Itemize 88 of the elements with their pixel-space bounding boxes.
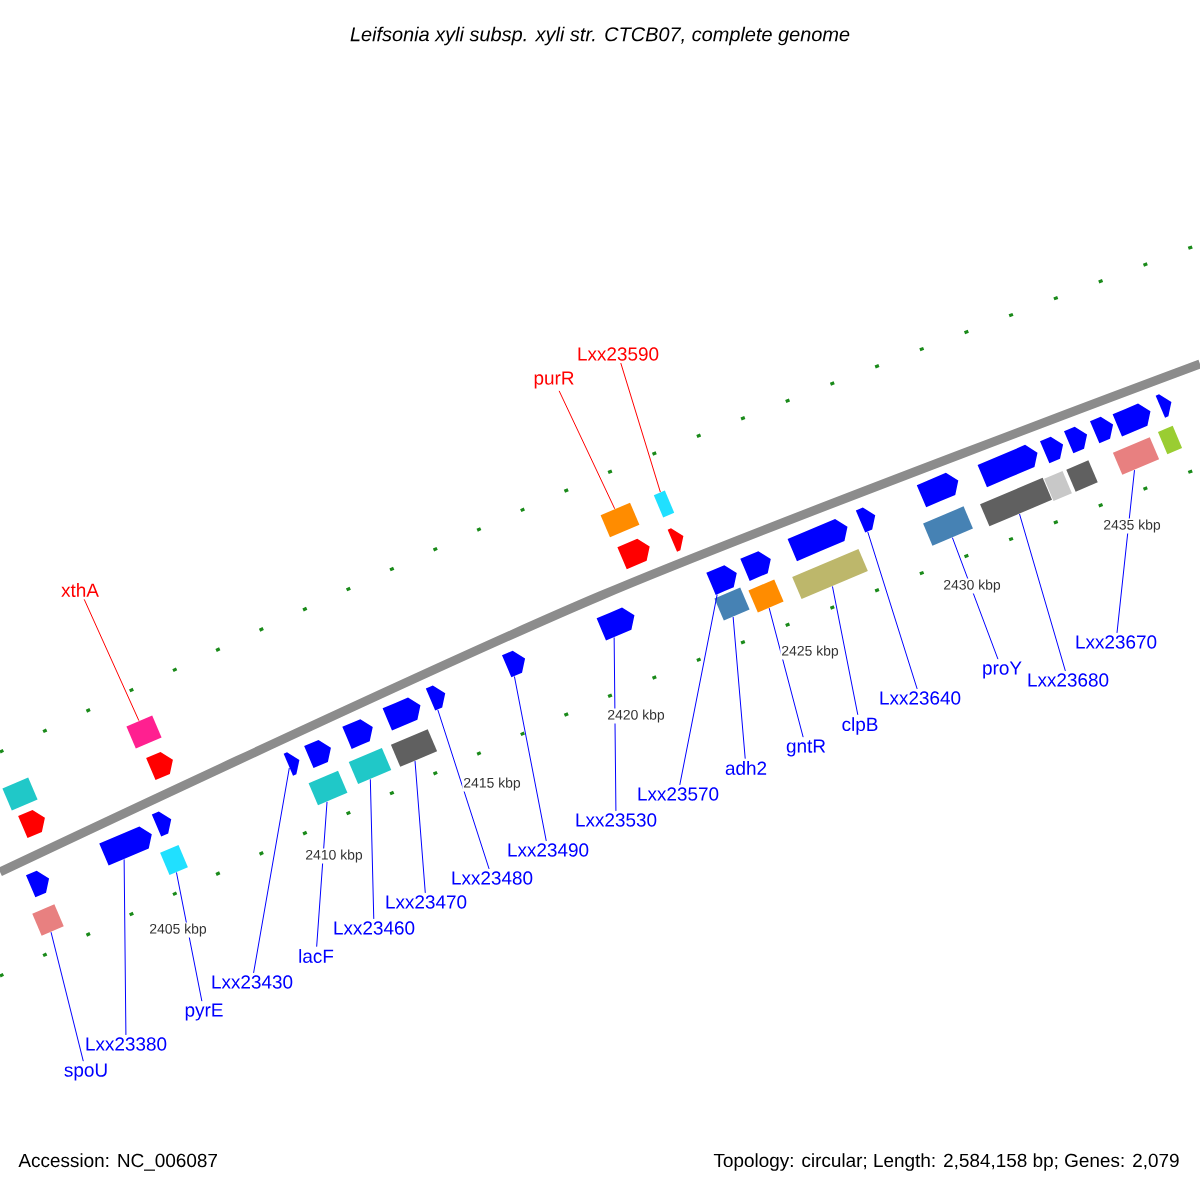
gene-label: Lxx23460	[334, 921, 415, 935]
gene-block	[980, 477, 1052, 527]
footer-text: Accession: NC_006087	[18, 1153, 217, 1171]
leader-line	[50, 931, 84, 1062]
gene-block	[653, 490, 675, 518]
gene-label: xthA	[61, 583, 99, 597]
gene-label: purR	[534, 371, 574, 389]
gene-block	[1064, 426, 1088, 454]
gene-block	[667, 528, 684, 552]
gene-block	[26, 870, 50, 898]
leader-line	[123, 858, 127, 1036]
gene-block	[1112, 437, 1160, 475]
gene-block	[32, 904, 64, 936]
leader-line	[679, 594, 718, 786]
gene-block	[146, 751, 173, 781]
gene-block	[502, 650, 526, 678]
gene-block	[126, 715, 162, 749]
gene-block	[1044, 471, 1072, 501]
gene-block	[99, 826, 152, 866]
gene-label: Lxx23470	[386, 895, 467, 909]
gene-label: pyrE	[185, 1003, 223, 1021]
leader-line	[369, 778, 375, 920]
title: Leifsonia xyli subsp. xyli str. CTCB07, complete genome	[350, 26, 850, 46]
gene-block	[923, 506, 973, 546]
gene-block	[740, 551, 771, 581]
gene-label: Lxx23380	[86, 1037, 167, 1051]
gene-label: clpB	[842, 717, 878, 735]
leader-line	[316, 801, 328, 948]
gene-label: Lxx23480	[452, 871, 533, 885]
leader-line	[768, 607, 804, 738]
gene-block	[977, 444, 1038, 488]
gene-label: Lxx23490	[508, 843, 589, 857]
leader-line	[1019, 513, 1066, 672]
gene-label: Lxx23670	[1076, 635, 1157, 649]
gene-block	[916, 472, 959, 508]
leader-line	[558, 390, 616, 510]
leader-line	[414, 760, 426, 894]
gene-block	[596, 607, 635, 641]
gene-label: lacF	[299, 949, 334, 963]
gene-label: spoU	[64, 1063, 107, 1081]
gene-label: Lxx23640	[880, 691, 961, 705]
gene-block	[160, 845, 188, 875]
gene-block	[1155, 394, 1172, 418]
leader-line	[83, 598, 140, 722]
footer-text: Topology: circular; Length: 2,584,158 bp; Genes: 2,079	[713, 1153, 1179, 1171]
gene-label: proY	[983, 661, 1022, 679]
leader-line	[732, 616, 746, 760]
gene-label: Lxx23430	[212, 975, 293, 989]
gene-block	[855, 507, 876, 533]
gene-label: Lxx23680	[1028, 673, 1109, 687]
gene-block	[425, 685, 446, 711]
gene-block	[382, 697, 421, 731]
leader-line	[867, 531, 918, 690]
gene-block	[2, 777, 38, 811]
gene-block	[1090, 416, 1114, 444]
gene-block	[308, 770, 348, 806]
gene-block	[283, 752, 300, 776]
gene-block	[792, 548, 868, 600]
leader-line	[1116, 469, 1135, 634]
gene-label: Lxx23530	[576, 813, 657, 827]
gene-label: gntR	[786, 739, 826, 757]
gene-label: Lxx23590	[578, 347, 659, 361]
gene-block	[787, 518, 848, 562]
gene-block	[348, 747, 392, 785]
gene-label: Lxx23570	[638, 787, 719, 801]
gene-label: adh2	[725, 761, 767, 775]
gene-block	[714, 587, 750, 621]
gene-block	[617, 538, 650, 570]
leader-line	[831, 585, 859, 716]
gene-block	[706, 565, 737, 595]
gene-block	[390, 729, 438, 767]
leader-line	[513, 675, 547, 842]
leader-line	[253, 767, 290, 974]
gene-block	[151, 811, 172, 837]
leader-line	[437, 709, 490, 870]
leader-line	[175, 871, 203, 1002]
gene-block	[600, 502, 640, 538]
gene-block	[342, 719, 373, 749]
gene-block	[1066, 460, 1098, 492]
leader-line	[613, 636, 617, 812]
gene-block	[1112, 403, 1151, 437]
leader-line	[620, 362, 661, 493]
gene-block	[18, 809, 45, 839]
gene-block	[304, 739, 331, 769]
leader-line	[951, 537, 999, 660]
gene-block	[1040, 436, 1064, 464]
gene-block	[1157, 425, 1183, 455]
gene-block	[748, 579, 784, 613]
